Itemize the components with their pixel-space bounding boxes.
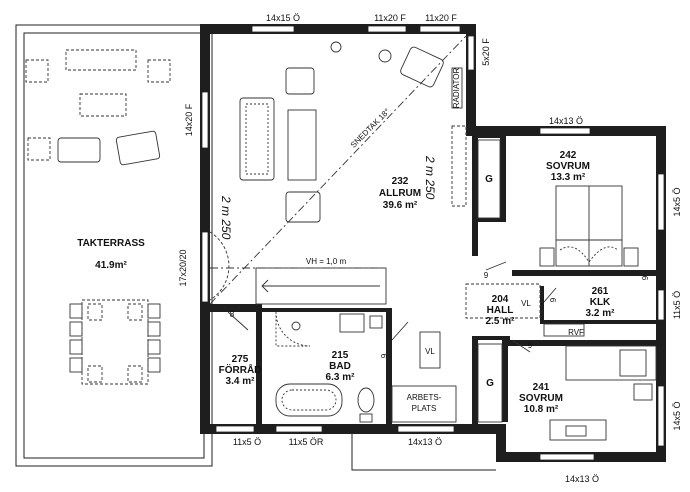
room-sovrum-242: 242 SOVRUM 13.3 m² [546, 150, 590, 183]
window-label-bottom3: 14x13 Ö [408, 437, 442, 447]
window-label-top1: 14x15 Ö [266, 13, 300, 23]
room-klk: 261 KLK 3.2 m² [586, 286, 616, 319]
klk-name: KLK [590, 297, 611, 308]
room-hall: 204 HALL 2.5 m² [486, 294, 516, 327]
bedroom-242-furniture: G [477, 139, 639, 267]
window-label-terrace-door: 17x20/20 [178, 249, 188, 286]
window-label-bed242-top: 14x13 Ö [549, 116, 583, 126]
window-label-bottom2: 11x5 ÖR [289, 437, 324, 447]
balcony-outline [351, 434, 496, 471]
hall-furniture: 9 9 9 9 9 VL RVF [380, 261, 650, 358]
forrad-name: FÖRRÅD [219, 363, 262, 376]
door-label-9a: 9 [484, 271, 489, 280]
terrace: TAKTERRASS 41.9m² [15, 24, 213, 467]
window-labels: 14x15 Ö 11x20 F 11x20 F 5x20 F 14x20 F 1… [178, 13, 682, 484]
hall-name: HALL [487, 305, 514, 316]
window-label-bottom1: 11x5 Ö [233, 437, 261, 447]
door-label-9c: 9 [528, 341, 533, 350]
terrace-area: 41.9m² [95, 260, 127, 271]
sovrum242-name: SOVRUM [546, 161, 590, 172]
room-bad: 215 BAD 6.3 m² [326, 350, 356, 383]
rvf-label: RVF [568, 328, 584, 337]
bad-area: 6.3 m² [326, 372, 356, 383]
handwriting-left: 2 m 250 [219, 195, 233, 240]
wardrobe-label-242: G [485, 174, 493, 185]
hall-number: 204 [492, 294, 509, 305]
allrum-area: 39.6 m² [383, 200, 418, 211]
klk-number: 261 [592, 286, 609, 297]
workspace-label-1: ARBETS- [407, 393, 442, 402]
sovrum241-number: 241 [533, 382, 550, 393]
window-label-top-right: 5x20 F [481, 38, 491, 66]
bad-number: 215 [332, 350, 349, 361]
room-forrad: 275 FÖRRÅD 3.4 m² [219, 311, 262, 387]
sovrum242-area: 13.3 m² [551, 172, 586, 183]
allrum-number: 232 [392, 176, 409, 187]
bad-name: BAD [329, 361, 351, 372]
vl-bath-label: VL [425, 347, 435, 356]
radiator-label: RADIATOR [452, 67, 461, 108]
sovrum241-area: 10.8 m² [524, 404, 559, 415]
window-label-bed241-right: 14x5 Ö [672, 401, 682, 430]
door-label-9e: 9 [641, 275, 650, 280]
windows [201, 25, 665, 461]
sloped-roof-label: SNEDTAK 18° [349, 107, 392, 150]
handwriting-right: 2 m 250 [423, 155, 437, 200]
window-label-klk-right: 11x5 Ö [672, 291, 682, 319]
door-label-9b: 9 [549, 297, 558, 302]
window-label-bed241-bottom: 14x13 Ö [565, 474, 599, 484]
klk-area: 3.2 m² [586, 308, 616, 319]
bath-furniture: VL ARBETS- PLATS [275, 311, 457, 423]
interior-walls [200, 134, 656, 428]
window-label-top3: 11x20 F [425, 13, 457, 23]
forrad-area: 3.4 m² [226, 376, 256, 387]
terrace-name: TAKTERRASS [77, 238, 145, 249]
workspace-label-2: PLATS [412, 404, 437, 413]
sovrum241-name: SOVRUM [519, 393, 563, 404]
window-label-top2: 11x20 F [374, 13, 406, 23]
hall-area: 2.5 m² [486, 316, 516, 327]
bedroom-241-furniture: G [477, 343, 657, 441]
sovrum242-number: 242 [560, 150, 577, 161]
room-sovrum-241: 241 SOVRUM 10.8 m² [519, 382, 563, 415]
window-label-bed242-right: 14x5 Ö [672, 187, 682, 216]
wardrobe-label-241: G [486, 378, 494, 389]
door-label-9d: 9 [380, 353, 389, 358]
ceiling-height-label: VH = 1,0 m [306, 257, 347, 266]
room-allrum: 232 ALLRUM 39.6 m² [379, 176, 421, 211]
vl-hall-label: VL [521, 299, 531, 308]
allrum-name: ALLRUM [379, 188, 421, 199]
window-label-left-allrum: 14x20 F [184, 103, 194, 136]
handwritten-notes: 2 m 250 2 m 250 [219, 155, 437, 240]
forrad-number: 275 [232, 354, 249, 365]
door-label-8: 8 [230, 310, 235, 319]
